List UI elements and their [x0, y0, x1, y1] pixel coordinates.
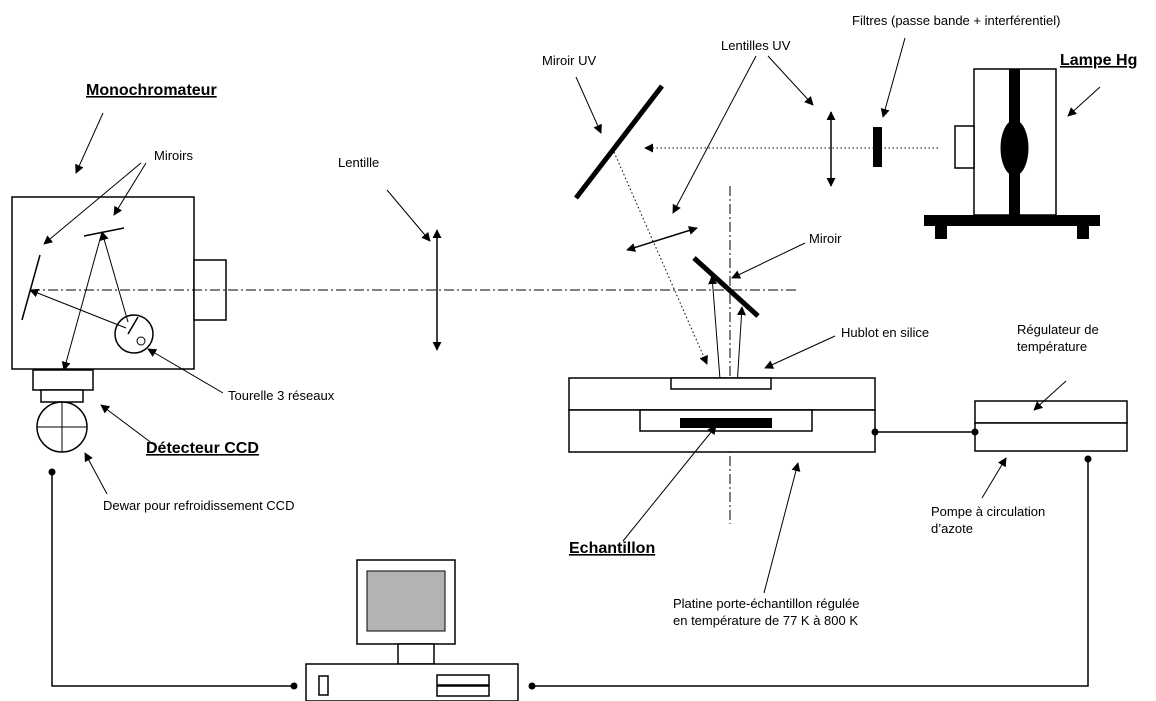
- label-echantillon: Echantillon: [569, 540, 655, 557]
- label-regulateur-1: Régulateur de: [1017, 322, 1099, 337]
- label-platine-1: Platine porte-échantillon régulée: [673, 596, 859, 611]
- label-hublot: Hublot en silice: [841, 325, 929, 340]
- label-dewar: Dewar pour refroidissement CCD: [103, 498, 294, 513]
- uv-lens-2: [626, 226, 698, 252]
- label-platine-2: en température de 77 K à 800 K: [673, 613, 858, 628]
- pointer-arrows: [43, 37, 1101, 594]
- label-pompe-1: Pompe à circulation: [931, 504, 1045, 519]
- ccd-detector: [32, 369, 94, 453]
- cable-ccd-computer: [51, 472, 294, 687]
- label-filtres: Filtres (passe bande + interférentiel): [852, 13, 1060, 28]
- sample-stage: [568, 377, 876, 453]
- filter: [873, 127, 882, 167]
- beam-down: [613, 151, 708, 365]
- label-tourelle: Tourelle 3 réseaux: [228, 388, 335, 403]
- label-miroir-uv: Miroir UV: [542, 53, 596, 68]
- uv-mirror: [574, 84, 664, 200]
- label-monochromateur: Monochromateur: [86, 82, 217, 99]
- label-miroir: Miroir: [809, 231, 842, 246]
- label-regulateur-2: température: [1017, 339, 1087, 354]
- label-lentille: Lentille: [338, 155, 379, 170]
- label-miroirs: Miroirs: [154, 148, 193, 163]
- label-detecteur: Détecteur CCD: [146, 440, 259, 457]
- monochromator: [11, 196, 227, 371]
- label-lampe-hg: Lampe Hg: [1060, 52, 1137, 69]
- label-pompe-2: d’azote: [931, 521, 973, 536]
- temperature-regulator: [974, 400, 1128, 452]
- computer: [305, 559, 519, 701]
- cable-computer-regulator: [532, 459, 1089, 687]
- label-lentilles-uv: Lentilles UV: [721, 38, 791, 53]
- sample-mirror: [692, 256, 760, 318]
- mercury-lamp: [924, 68, 1100, 239]
